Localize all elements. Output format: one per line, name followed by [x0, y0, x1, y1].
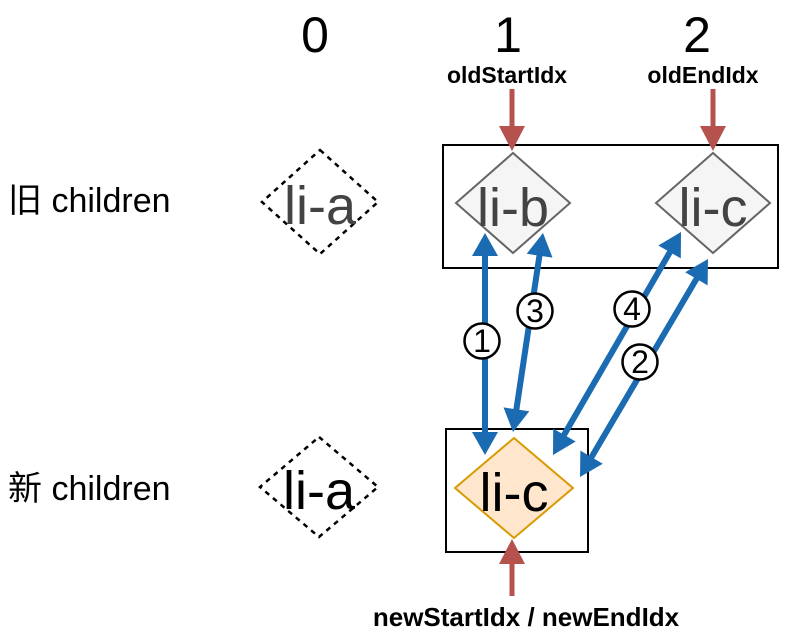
comparison-arrow-3-head-down: [503, 407, 530, 432]
new-start-end-idx-label: newStartIdx / newEndIdx: [373, 602, 680, 632]
step-badge-4: 4: [613, 290, 651, 328]
step-badge-3: 3: [516, 292, 554, 330]
old-start-idx-label: oldStartIdx: [447, 62, 567, 88]
new-children-row-label: 新 children: [8, 470, 171, 508]
new-node-li-a: li-a: [258, 435, 380, 539]
step-badge-1: 1: [463, 322, 501, 360]
old-node-li-c: li-c: [654, 151, 772, 255]
step-badge-1-circle: [463, 322, 501, 360]
comparison-arrow-1-head-up: [472, 233, 498, 256]
comparison-arrow-3-shaft: [513, 251, 543, 413]
comparison-arrow-2-head-down: [580, 450, 603, 477]
old-end-pointer-arrow: [700, 89, 726, 151]
old-node-li-c-diamond: [654, 151, 772, 255]
old-start-pointer-arrow: [499, 89, 525, 151]
old-node-li-a-label: li-a: [284, 176, 357, 236]
step-badge-4-number: 4: [623, 291, 641, 327]
step-badge-2: 2: [621, 343, 659, 381]
column-index-2: 2: [683, 7, 711, 63]
old-node-li-a: li-a: [260, 148, 380, 256]
column-index-1: 1: [494, 7, 522, 63]
old-children-box: [442, 144, 779, 269]
new-node-li-c-diamond: [453, 436, 575, 540]
column-headers: 0 1 2: [301, 7, 711, 63]
new-pointer-arrow: [499, 539, 525, 596]
old-node-li-b: li-b: [454, 151, 572, 255]
new-node-li-c-label: li-c: [480, 463, 549, 523]
comparison-arrow-4-head-down: [553, 428, 576, 455]
step-badge-3-circle: [516, 292, 554, 330]
old-node-li-b-label: li-b: [477, 178, 549, 238]
new-node-li-c: li-c: [453, 436, 575, 540]
step-badge-2-number: 2: [631, 344, 649, 380]
step-badge-4-circle: [613, 290, 651, 328]
new-node-li-a-label: li-a: [283, 461, 356, 521]
comparison-arrow-4-head-up: [658, 232, 681, 259]
old-end-pointer-arrow-head: [700, 126, 726, 151]
old-node-li-c-label: li-c: [679, 178, 748, 238]
comparison-arrow-3-head-up: [526, 233, 553, 258]
old-node-li-b-diamond: [454, 151, 572, 255]
step-badge-2-circle: [621, 343, 659, 381]
comparison-arrow-4: [553, 232, 681, 455]
old-node-li-a-diamond: [260, 148, 380, 256]
new-node-li-a-diamond: [258, 435, 380, 539]
old-start-pointer-arrow-head: [499, 126, 525, 151]
comparison-arrow-1-head-down: [472, 432, 498, 455]
step-badge-1-number: 1: [473, 323, 491, 359]
step-badge-3-number: 3: [526, 293, 544, 329]
old-end-idx-label: oldEndIdx: [647, 62, 758, 88]
old-children-row-label: 旧 children: [8, 182, 171, 220]
comparison-arrow-2-head-up: [685, 259, 708, 286]
comparison-arrow-4-shaft: [561, 250, 673, 437]
comparison-arrow-3: [503, 233, 553, 432]
column-index-0: 0: [301, 7, 329, 63]
new-pointer-arrow-head: [499, 539, 525, 564]
